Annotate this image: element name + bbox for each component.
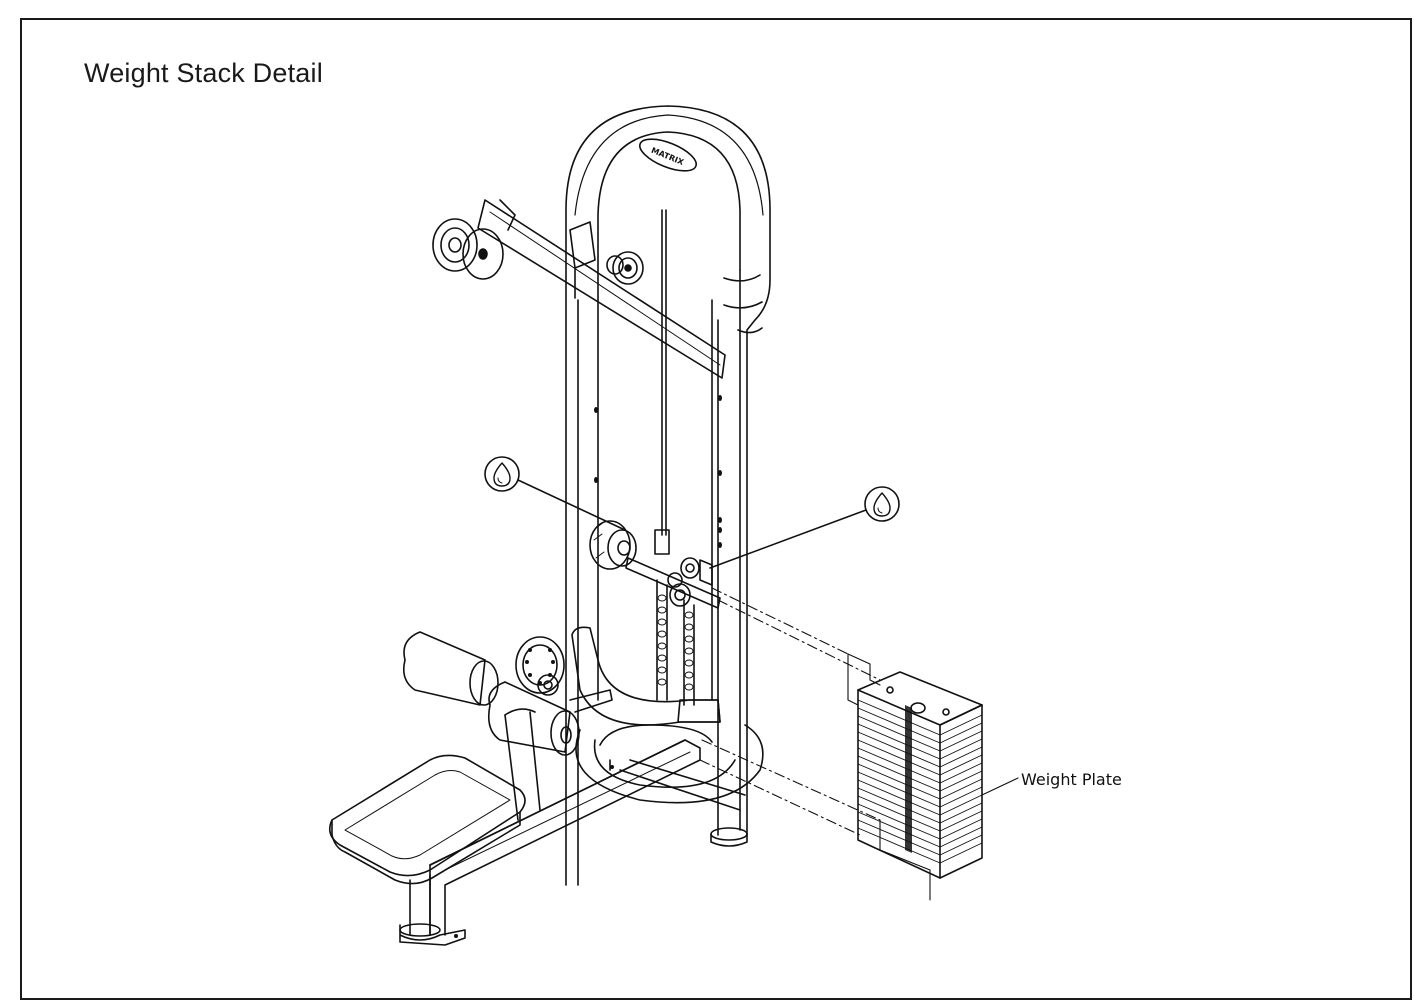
guide-rods xyxy=(657,580,694,705)
oil-drop-icon xyxy=(874,493,890,516)
cable xyxy=(662,210,666,535)
lubrication-callout-right xyxy=(710,487,899,568)
brand-logo: MATRIX xyxy=(636,133,701,178)
frame-holes xyxy=(594,395,722,548)
page-title: Weight Stack Detail xyxy=(84,58,323,88)
lubrication-callout-left xyxy=(485,457,625,530)
brand-logo-text: MATRIX xyxy=(650,146,686,168)
drawing-frame xyxy=(20,18,1412,1000)
weight-stack xyxy=(700,588,1018,900)
main-frame-arch xyxy=(566,106,770,885)
carriage-assembly xyxy=(590,521,720,608)
oil-drop-icon xyxy=(494,463,510,486)
weight-plate-label: Weight Plate xyxy=(1021,770,1122,789)
back-rollers xyxy=(404,632,612,820)
top-arm xyxy=(433,200,725,378)
seat xyxy=(330,755,525,935)
lower-frame xyxy=(400,627,763,945)
